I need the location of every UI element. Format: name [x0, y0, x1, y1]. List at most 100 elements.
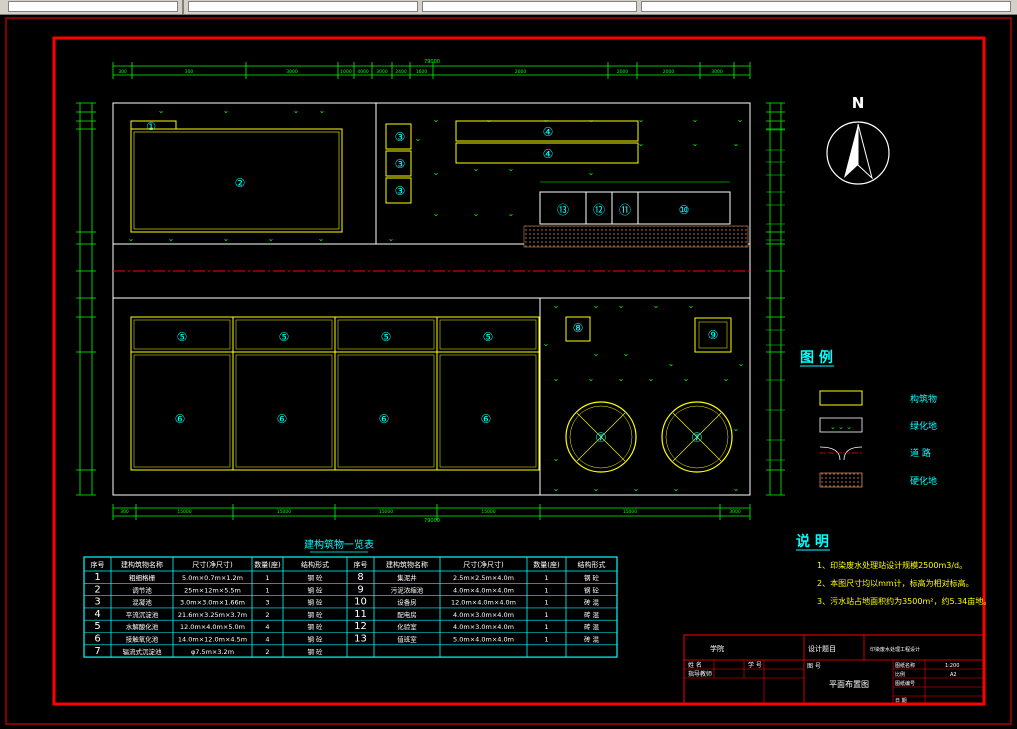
schedule-header: 结构形式: [301, 560, 329, 569]
tb-scale-label: 比例: [895, 671, 905, 678]
schedule-cell: 砖 混: [584, 598, 600, 607]
schedule-header: 建构筑物名称: [121, 560, 163, 569]
schedule-cell: 2: [265, 648, 269, 656]
schedule-cell: 5: [94, 621, 100, 632]
svg-text:⑫: ⑫: [593, 203, 605, 217]
schedule-header: 建构筑物名称: [386, 560, 428, 569]
building-sludge-sump[interactable]: [565, 316, 591, 342]
schedule-cell: 1: [544, 586, 548, 594]
dim-top-7: 1600: [416, 69, 428, 75]
svg-text:⑦: ⑦: [691, 431, 703, 446]
schedule-cell: 集泥井: [397, 573, 417, 582]
schedule-cell: 3: [94, 597, 100, 608]
grass-mark: ⌄: [638, 139, 645, 148]
grass-mark: ⌄: [588, 168, 595, 177]
grass-mark: ⌄: [268, 234, 275, 243]
svg-text:⑥: ⑥: [175, 412, 186, 426]
schedule-cell: 钢 砼: [584, 585, 600, 594]
schedule-cell: 13: [354, 634, 367, 645]
schedule-cell: 10: [354, 597, 367, 608]
tb-advisor-label: 指导教师: [688, 670, 712, 678]
grass-mark: ⌄: [318, 234, 325, 243]
dim-bottom-5: 15000: [623, 509, 637, 515]
note-line-3: 3、污水站占地面积约为3500m²，约5.34亩地。: [817, 596, 991, 606]
grass-mark: ⌄: [683, 374, 690, 383]
schedule-cell: 平流沉淀池: [126, 610, 159, 619]
schedule-cell: 4.0m×4.0m×4.0m: [453, 586, 514, 594]
dim-bottom-1: 15000: [177, 509, 191, 515]
schedule-cell: 4.0m×3.0m×4.0m: [453, 623, 514, 631]
grass-mark: ⌄: [733, 139, 740, 148]
grass-mark: ⌄: [223, 106, 230, 115]
notes-title: 说 明: [796, 533, 829, 550]
toolbar-field-extra[interactable]: [641, 1, 1011, 12]
grass-mark: ⌄: [415, 134, 422, 143]
svg-text:④: ④: [543, 125, 554, 139]
toolbar-field-mid[interactable]: [188, 1, 418, 12]
schedule-cell: 调节池: [132, 585, 152, 594]
grass-mark: ⌄: [618, 301, 625, 310]
schedule-cell: 1: [544, 636, 548, 644]
dim-top-9: 2000: [617, 69, 629, 75]
building-thickener[interactable]: [694, 317, 732, 353]
schedule-cell: 钢 砼: [307, 573, 323, 582]
building-aeration-tanks[interactable]: ⑤ ⑤ ⑤ ⑤ ⑥ ⑥ ⑥ ⑥: [130, 316, 540, 471]
north-arrow: N: [826, 94, 890, 185]
svg-text:③: ③: [395, 130, 406, 144]
building-utilities[interactable]: ⑬ ⑫ ⑪ ⑩: [539, 181, 731, 225]
toolbar-field-left[interactable]: [8, 1, 178, 12]
dim-top-3: 1000: [340, 69, 352, 75]
building-sedimentation[interactable]: ④ ④: [455, 120, 639, 164]
schedule-cell: 2: [265, 611, 269, 619]
schedule-cell: 污泥浓缩池: [391, 585, 424, 594]
tb-drawing-name: 平面布置图: [829, 679, 869, 689]
grass-mark: ⌄: [638, 115, 645, 124]
schedule-header: 数量(座): [533, 560, 560, 569]
dim-top-5: 3000: [376, 69, 388, 75]
toolbar-field-right[interactable]: [422, 1, 637, 12]
grass-mark: ⌄: [508, 209, 515, 218]
grass-mark: ⌄: [433, 115, 440, 124]
tb-topic-label: 设计题目: [808, 644, 836, 653]
svg-text:③: ③: [395, 184, 406, 198]
schedule-cell: 2: [94, 584, 100, 595]
dim-top-2: 3000: [286, 69, 298, 75]
schedule-cell: 3.0m×3.0m×1.66m: [180, 599, 245, 607]
schedule-cell: 钢 砼: [307, 647, 323, 656]
grass-mark: ⌄: [723, 374, 730, 383]
grass-mark: ⌄: [128, 234, 135, 243]
schedule-cell: 11: [354, 609, 367, 620]
schedule-cell: 辐流式沉淀池: [123, 647, 163, 656]
building-coagulation[interactable]: ③ ③ ③: [385, 123, 412, 204]
grass-mark: ⌄: [508, 164, 515, 173]
schedule-cell: 5.0m×0.7m×1.2m: [182, 574, 243, 582]
dim-top-11: 3000: [711, 69, 723, 75]
schedule-header: 序号: [354, 560, 368, 569]
grass-mark: ⌄: [623, 349, 630, 358]
svg-text:⑪: ⑪: [619, 203, 631, 217]
grass-mark: ⌄: [158, 106, 165, 115]
building-regulating-tank[interactable]: [130, 128, 343, 233]
dim-top-4: 4000: [357, 69, 369, 75]
svg-text:⑤: ⑤: [483, 330, 494, 344]
schedule-cell: 1: [94, 572, 100, 583]
svg-text:⑤: ⑤: [279, 330, 290, 344]
tb-size: A2: [950, 672, 957, 678]
grass-mark: ⌄: [648, 374, 655, 383]
dim-bottom-0: 300: [120, 509, 129, 515]
legend-swatch-green: [819, 417, 863, 433]
schedule-header: 序号: [91, 560, 105, 569]
schedule-cell: 钢 砼: [584, 573, 600, 582]
grass-mark: ⌄: [553, 484, 560, 493]
grass-mark: ⌄: [588, 115, 595, 124]
grass-mark: ⌄: [543, 339, 550, 348]
building-clarifiers[interactable]: ⑦ ⑦: [565, 401, 733, 473]
schedule-cell: 设备房: [397, 598, 417, 607]
paved-area: [523, 225, 749, 248]
schedule-cell: 9: [357, 584, 363, 595]
tb-date-label: 日 期: [895, 698, 907, 704]
schedule-cell: 21.6m×3.25m×3.7m: [178, 611, 247, 619]
legend-item-road: 道 路: [910, 447, 931, 459]
